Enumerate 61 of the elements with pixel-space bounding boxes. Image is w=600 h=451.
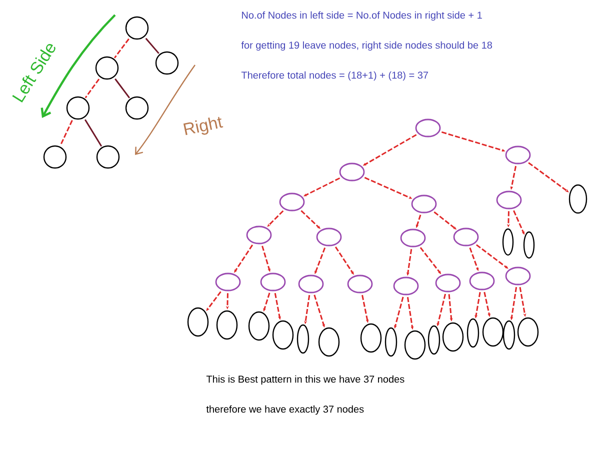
tree-node [347,274,373,294]
tree-edge [114,78,130,98]
tree-node [95,56,119,80]
note-text: This is Best pattern in this we have 37 nodes [206,375,404,385]
tree-node [66,96,90,120]
tree-node [466,318,480,348]
tree-node [435,274,461,292]
tree-edge [234,244,254,273]
tree-node [272,320,294,350]
tree-node [260,272,286,292]
tree-edge [362,294,369,323]
tree-edge [528,162,569,192]
tree-edge [114,38,130,58]
note-text: No.of Nodes in left side = No.of Nodes in right side + 1 [242,11,482,21]
tree-node [360,323,382,353]
tree-node [502,320,516,350]
tree-node [482,317,504,347]
note-text: Therefore total nodes = (18+1) + (18) = 37 [241,71,428,81]
tree-node [505,146,531,164]
tree-node [43,145,67,169]
tree-node [393,276,419,296]
tree-node [415,118,441,138]
tree-node [428,325,440,355]
tree-node [411,194,437,214]
tree-node [442,322,464,352]
tree-node [296,324,310,354]
tree-node [453,228,479,246]
tree-node [96,145,120,169]
tree-edge [476,244,508,269]
tree-node [469,272,495,290]
tree-edge [334,246,354,275]
tree-node [316,228,342,246]
tree-node [505,266,531,286]
tree-node [125,16,149,40]
tree-edge [145,38,160,54]
tree-node [216,310,238,340]
tree-node [404,330,426,360]
tree-node [155,51,179,75]
tree-node [496,190,522,210]
tree-edge [84,78,100,98]
tree-node [298,274,324,294]
tree-node [246,226,272,244]
tree-node [502,228,514,256]
tree-node [523,231,535,259]
tree-node [125,96,149,120]
tree-edge [267,210,284,227]
tree-node [248,311,270,341]
tree-node [215,272,241,292]
note-text: for getting 19 leave nodes, right side nodes should be 18 [241,41,492,51]
tree-node [400,228,426,248]
tree-node [568,184,588,214]
tree-node [279,192,305,212]
tree-node [187,307,209,337]
side-label: Right [183,116,224,136]
tree-node [517,317,539,347]
tree-node [384,327,398,357]
tree-edge [60,120,73,146]
tree-node [318,327,340,357]
note-text: therefore we have exactly 37 nodes [206,405,364,415]
tree-edge [84,119,102,147]
tree-node [339,162,365,182]
